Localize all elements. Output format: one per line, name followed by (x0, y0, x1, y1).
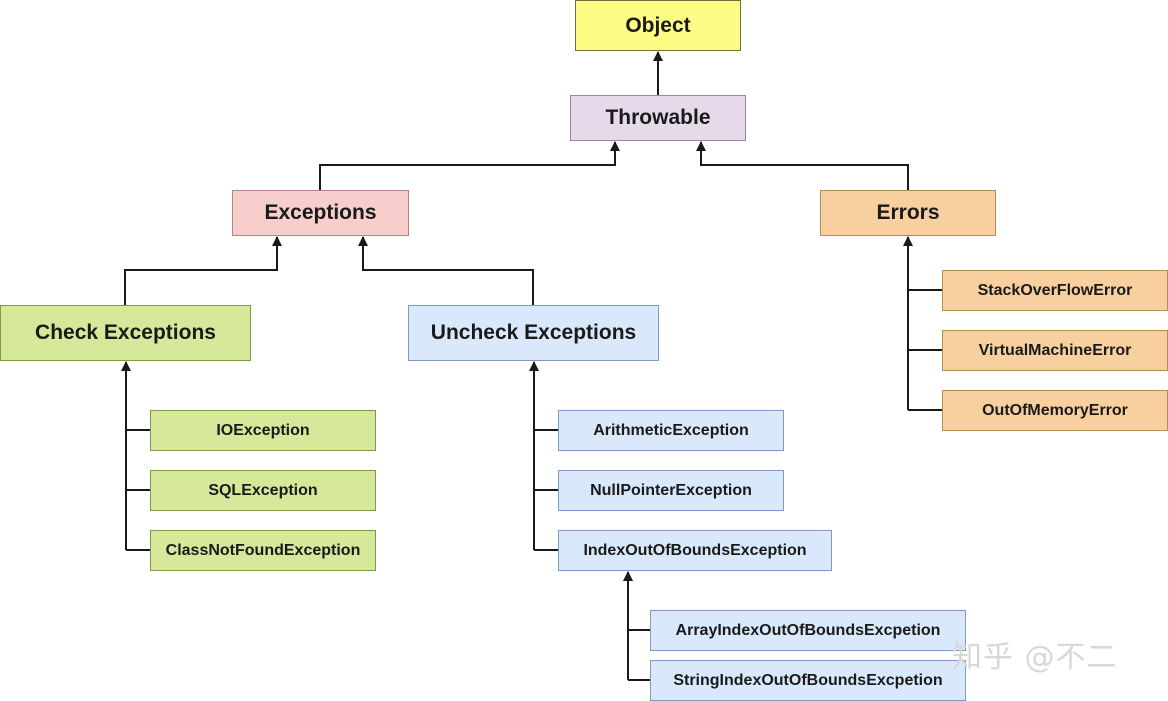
node-virtual-machine-error: VirtualMachineError (942, 330, 1168, 371)
edge-check-exceptions (124, 236, 282, 305)
node-arithmetic-exception: ArithmeticException (558, 410, 784, 451)
node-string-index-out-of-bounds-exception: StringIndexOutOfBoundsExcpetion (650, 660, 966, 701)
node-object: Object (575, 0, 741, 51)
edge-uncheck-exceptions (358, 236, 534, 305)
node-null-pointer-exception: NullPointerException (558, 470, 784, 511)
node-index-out-of-bounds-exception: IndexOutOfBoundsException (558, 530, 832, 571)
node-io-exception: IOException (150, 410, 376, 451)
edge-exceptions-throwable (319, 141, 620, 190)
node-array-index-out-of-bounds-exception: ArrayIndexOutOfBoundsExcpetion (650, 610, 966, 651)
node-uncheck-exceptions: Uncheck Exceptions (408, 305, 659, 361)
node-sql-exception: SQLException (150, 470, 376, 511)
node-stack-overflow-error: StackOverFlowError (942, 270, 1168, 311)
node-out-of-memory-error: OutOfMemoryError (942, 390, 1168, 431)
node-class-not-found-exception: ClassNotFoundException (150, 530, 376, 571)
node-exceptions: Exceptions (232, 190, 409, 236)
node-check-exceptions: Check Exceptions (0, 305, 251, 361)
edge-errors-throwable (696, 141, 909, 190)
node-errors: Errors (820, 190, 996, 236)
watermark: 知乎 @不二 (952, 640, 1118, 675)
node-throwable: Throwable (570, 95, 746, 141)
